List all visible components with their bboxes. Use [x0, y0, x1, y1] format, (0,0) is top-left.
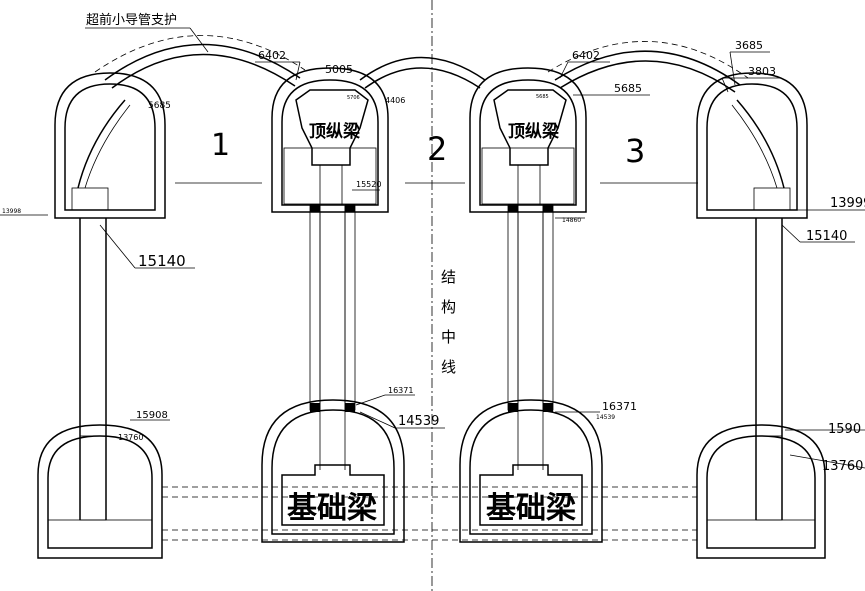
dim-16371-left: 16371: [388, 386, 413, 395]
inner-right-bottom-drift: [459, 399, 603, 543]
dim-13999-right: 13999: [830, 196, 865, 211]
span-1-label: 1: [211, 128, 230, 163]
dim-4406: 4406: [385, 96, 405, 105]
dim-14539-left: 14539: [398, 414, 439, 429]
dim-15520: 15520: [356, 180, 381, 189]
dim-3685-right: 3685: [735, 39, 763, 52]
right-column: [755, 218, 783, 520]
inner-left-column: [309, 204, 356, 470]
inner-right-column: [507, 204, 554, 470]
dim-14860: 14860: [562, 217, 581, 224]
dim-5005: 5005: [325, 63, 353, 76]
right-bottom-drift: [696, 424, 826, 559]
dim-15140-left: 15140: [138, 252, 186, 270]
centerline-label-1: 结: [441, 268, 456, 286]
leader-lines: [0, 27, 865, 469]
dim-14539-right: 14539: [596, 414, 615, 421]
base-beam-left-label: 基础梁: [287, 491, 377, 526]
dim-16371-right: 16371: [602, 400, 637, 413]
left-bottom-drift: [37, 424, 163, 559]
inner-left-top-drift: [271, 67, 389, 213]
dim-15140-right: 15140: [806, 229, 847, 244]
dim-6402-right: 6402: [572, 49, 600, 62]
inner-right-top-drift: [469, 67, 587, 213]
support-note-label: 超前小导管支护: [86, 12, 177, 28]
dim-6402-left: 6402: [258, 49, 286, 62]
centerline-label-2: 构: [441, 298, 456, 316]
dim-15908-left: 15908: [136, 410, 168, 421]
foundation-dashed-lines: [162, 486, 697, 541]
top-beam-left-label: 顶纵梁: [309, 121, 361, 142]
dim-13760-left: 13760: [118, 433, 143, 442]
dim-5685-right: 5685: [614, 82, 642, 95]
right-top-drift: [696, 72, 808, 219]
dim-small-1: 5706: [347, 95, 360, 101]
dim-1590-right: 1590: [828, 422, 861, 437]
dim-3803: 3803: [748, 65, 776, 78]
span-2-label: 2: [427, 130, 447, 168]
span-3-label: 3: [625, 132, 645, 170]
centerline-label-4: 线: [441, 358, 456, 376]
dim-small-2: 5685: [536, 94, 549, 100]
dim-5685-left: 5685: [148, 101, 171, 111]
top-beam-right-label: 顶纵梁: [508, 121, 560, 142]
left-top-drift: [54, 72, 166, 219]
arch-canopy: [94, 35, 749, 93]
dim-13998-left: 13998: [2, 208, 21, 215]
base-beam-right-label: 基础梁: [486, 491, 576, 526]
centerline-label-3: 中: [441, 328, 456, 346]
dim-13760-right: 13760: [822, 459, 863, 474]
inner-left-bottom-drift: [261, 399, 405, 543]
left-column: [79, 218, 107, 520]
